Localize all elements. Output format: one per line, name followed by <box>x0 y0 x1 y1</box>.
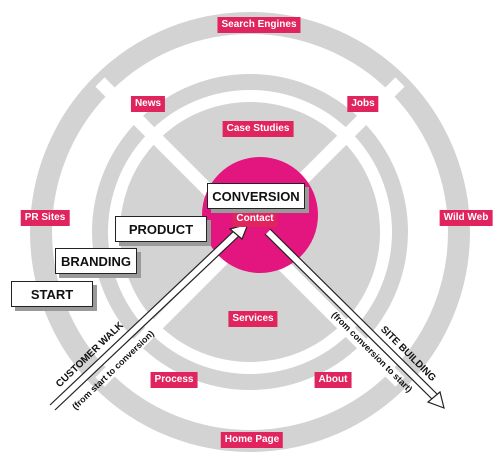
product-box: PRODUCT <box>115 216 207 242</box>
customer-walk-arrow <box>49 223 250 411</box>
contact-label: Contact <box>232 211 278 227</box>
home-page-label: Home Page <box>220 432 284 448</box>
branding-box: BRANDING <box>55 248 137 274</box>
services-label: Services <box>228 311 278 327</box>
about-label: About <box>314 372 352 388</box>
pr-sites-label: PR Sites <box>20 210 70 226</box>
jobs-label: Jobs <box>347 96 379 112</box>
conversion-box: CONVERSION <box>207 183 305 209</box>
process-label: Process <box>150 372 198 388</box>
middle-ring <box>92 74 408 390</box>
news-label: News <box>130 96 166 112</box>
search-engines-label: Search Engines <box>217 17 301 33</box>
start-box: START <box>11 281 93 307</box>
site-building-arrow <box>264 228 445 409</box>
case-studies-label: Case Studies <box>222 121 294 137</box>
wild-web-label: Wild Web <box>439 210 493 226</box>
